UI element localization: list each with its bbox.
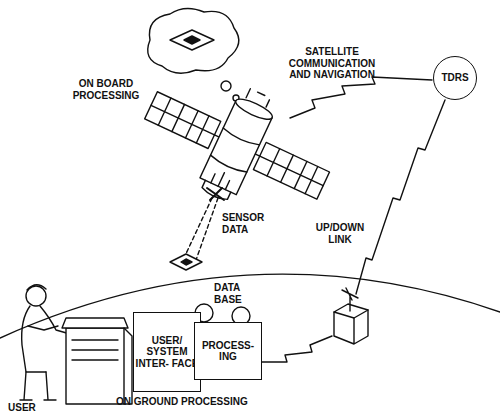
callout-label: USER xyxy=(8,402,48,414)
sensor xyxy=(170,188,224,270)
ground-link xyxy=(260,336,332,362)
callout-label: ON GROUND PROCESSING xyxy=(116,396,266,408)
user-figure xyxy=(20,285,132,404)
callout-label: UP/DOWN LINK xyxy=(312,222,368,245)
callout-label: SATELLITE COMMUNICATION AND NAVIGATION xyxy=(282,46,382,81)
satellite xyxy=(127,54,347,237)
callout-label: ON BOARD PROCESSING xyxy=(66,78,146,101)
callout-label: SENSOR DATA xyxy=(222,212,274,235)
processing-box: PROCESS- ING xyxy=(194,322,262,380)
relay-satellite-circle: TDRS xyxy=(433,56,477,100)
thought-bubble xyxy=(148,8,239,101)
node-text: PROCESS- ING xyxy=(195,340,261,363)
up-down-link xyxy=(356,100,445,294)
node-text: TDRS xyxy=(441,72,468,84)
node-text: USER/ SYSTEM INTER- FACE xyxy=(134,335,200,370)
callout-label: DATA BASE xyxy=(214,282,254,305)
interface-box: USER/ SYSTEM INTER- FACE xyxy=(133,312,201,392)
ground-station xyxy=(334,288,368,344)
satellite-link xyxy=(290,77,432,118)
